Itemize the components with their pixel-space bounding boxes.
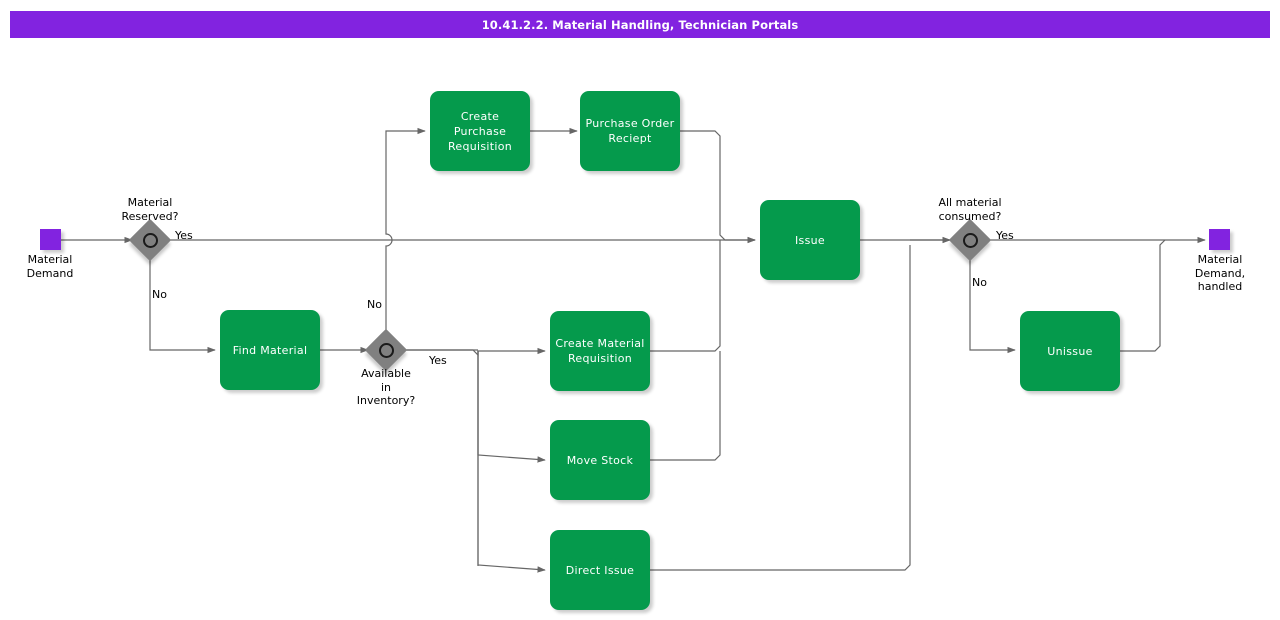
- edge-move-stock-to-issue: [650, 351, 721, 461]
- edge-po-reciept-to-issue: [680, 130, 756, 244]
- task-purchase-order-reciept[interactable]: Purchase Order Reciept: [580, 91, 680, 171]
- task-create-material-requisition[interactable]: Create Material Requisition: [550, 311, 650, 391]
- end-event-material-demand-handled[interactable]: [1209, 229, 1230, 250]
- edge-label-reserved-no: No: [152, 288, 167, 301]
- edge-direct-issue-to-consumed: [650, 245, 911, 571]
- edge-unissue-to-end: [1120, 239, 1166, 352]
- edge-label-reserved-yes: Yes: [175, 229, 193, 242]
- gateway-available-in-inventory-label: Available in Inventory?: [356, 367, 416, 407]
- edge-label-consumed-yes: Yes: [996, 229, 1014, 242]
- end-event-material-demand-handled-label: Material Demand, handled: [1194, 253, 1246, 293]
- edge-consumed-no-to-unissue: [969, 258, 1016, 354]
- task-issue[interactable]: Issue: [760, 200, 860, 280]
- edge-inventory-yes-to-create-material-requisition: [404, 347, 546, 357]
- gateway-event-circle-icon: [962, 232, 978, 248]
- page-title: 10.41.2.2. Material Handling, Technician…: [481, 17, 799, 32]
- gateway-material-reserved[interactable]: [128, 218, 172, 262]
- start-event-material-demand-label: Material Demand: [26, 253, 74, 280]
- gateway-all-material-consumed-label: All material consumed?: [938, 196, 1002, 223]
- task-create-purchase-requisition[interactable]: Create Purchase Requisition: [430, 91, 530, 171]
- edge-reserved-no-to-find-material: [149, 258, 216, 354]
- edge-label-inventory-no: No: [367, 298, 382, 311]
- edge-create-material-requisition-to-issue: [650, 240, 721, 352]
- gateway-event-circle-icon: [142, 232, 158, 248]
- edge-bus-to-direct-issue: [477, 351, 546, 573]
- gateway-material-reserved-label: Material Reserved?: [121, 196, 179, 223]
- edge-bus-to-move-stock: [477, 351, 546, 463]
- edge-label-inventory-yes: Yes: [429, 354, 447, 367]
- start-event-material-demand[interactable]: [40, 229, 61, 250]
- edge-inventory-no-to-create-purchase-requisition: [385, 127, 426, 332]
- task-move-stock[interactable]: Move Stock: [550, 420, 650, 500]
- gateway-all-material-consumed[interactable]: [948, 218, 992, 262]
- gateway-event-circle-icon: [378, 342, 394, 358]
- task-unissue[interactable]: Unissue: [1020, 311, 1120, 391]
- task-direct-issue[interactable]: Direct Issue: [550, 530, 650, 610]
- gateway-available-in-inventory[interactable]: [364, 328, 408, 372]
- diagram-title-bar: 10.41.2.2. Material Handling, Technician…: [10, 11, 1270, 38]
- edge-label-consumed-no: No: [972, 276, 987, 289]
- task-find-material[interactable]: Find Material: [220, 310, 320, 390]
